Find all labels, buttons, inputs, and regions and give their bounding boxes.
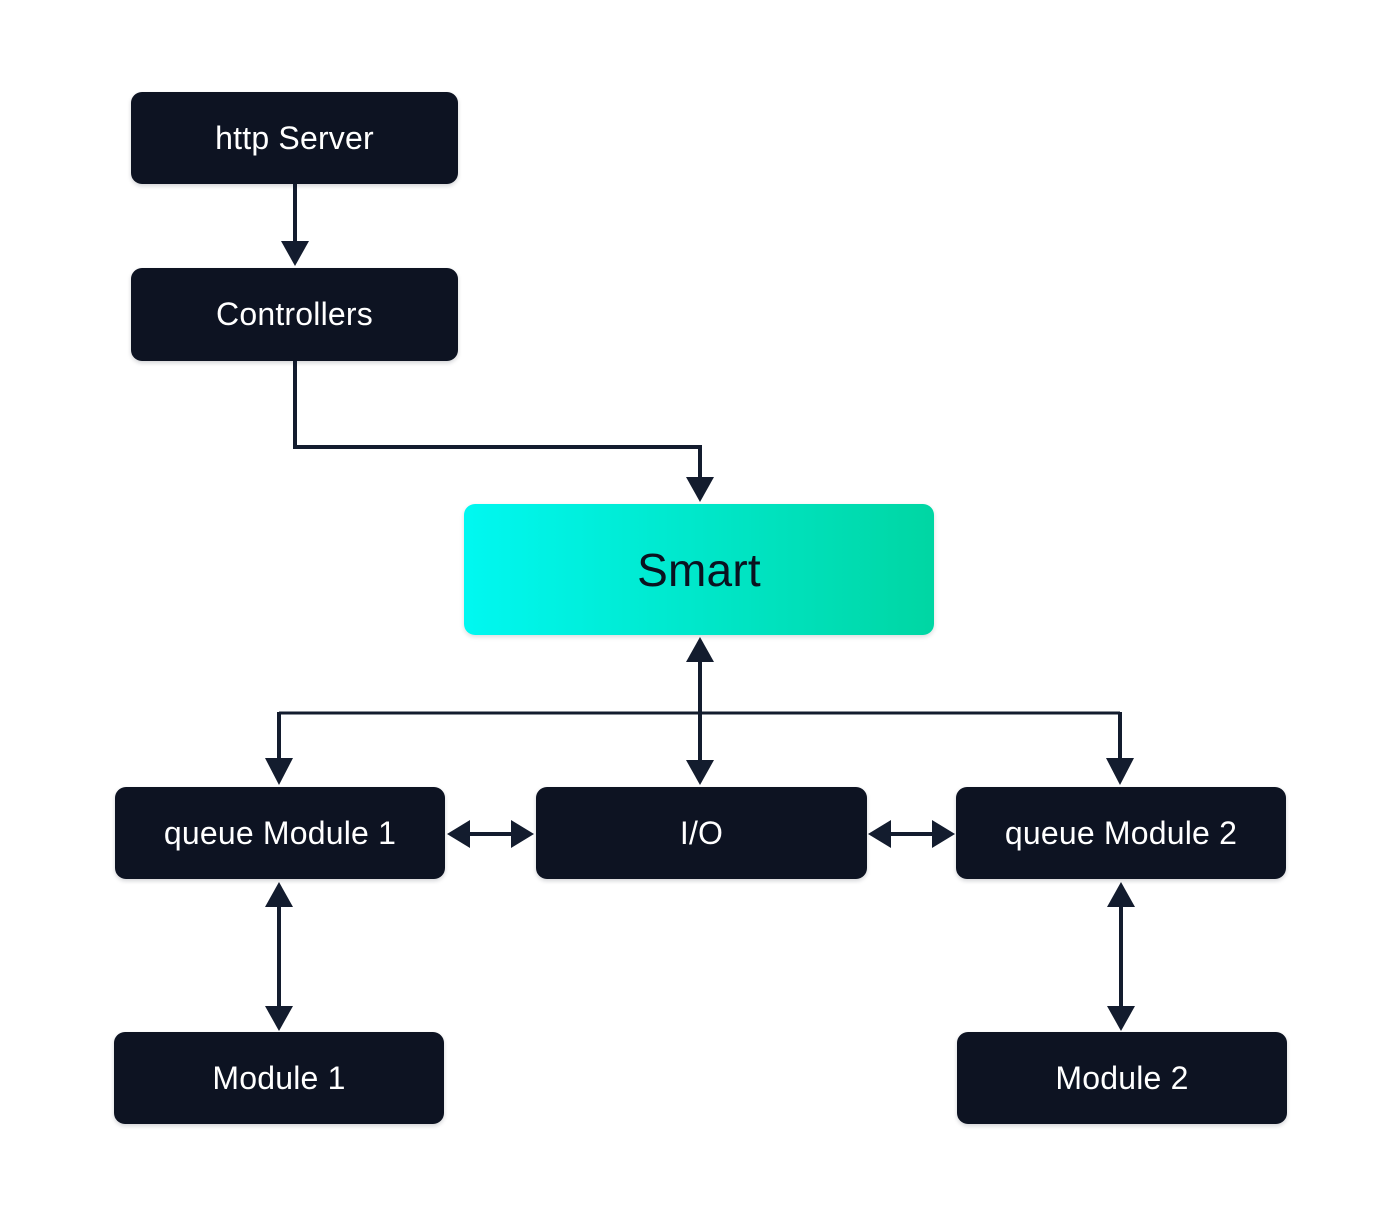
edge-http-server-to-controllers	[281, 184, 309, 266]
edge-queue-module-1-to-io	[447, 820, 534, 848]
node-smart: Smart	[464, 504, 934, 635]
node-io: I/O	[536, 787, 867, 879]
edge-controllers-to-smart	[293, 361, 714, 502]
edge-smart-to-io	[686, 637, 714, 785]
node-controllers: Controllers	[131, 268, 458, 361]
node-smart-label: Smart	[637, 543, 761, 596]
node-controllers-label: Controllers	[216, 296, 373, 332]
node-module-2: Module 2	[957, 1032, 1287, 1124]
node-io-label: I/O	[679, 814, 724, 851]
node-module-1: Module 1	[114, 1032, 444, 1124]
edge-io-to-queue-module-2	[868, 820, 955, 848]
node-queue-module-2-label: queue Module 2	[1004, 814, 1238, 851]
edge-queue-module-1-to-module-1	[265, 882, 293, 1031]
node-queue-module-2: queue Module 2	[956, 787, 1286, 879]
node-module-2-label: Module 2	[1055, 1059, 1189, 1096]
node-http-server: http Server	[131, 92, 458, 184]
node-queue-module-1-label: queue Module 1	[163, 814, 397, 851]
edge-queue-module-2-to-module-2	[1107, 882, 1135, 1031]
node-queue-module-1: queue Module 1	[115, 787, 445, 879]
node-module-1-label: Module 1	[212, 1059, 346, 1096]
edge-smart-branch-to-queues	[265, 711, 1134, 785]
node-http-server-label: http Server	[215, 119, 374, 156]
